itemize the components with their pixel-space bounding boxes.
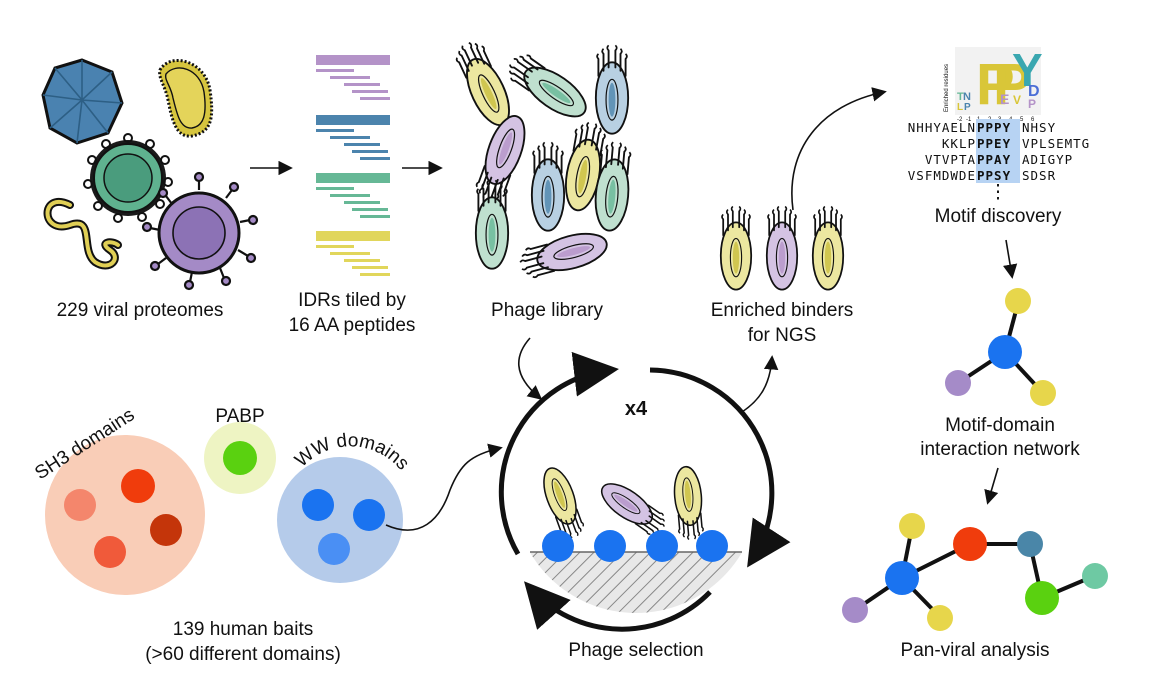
pabp-label: PABP — [215, 406, 264, 427]
phage-icon — [811, 205, 845, 291]
sequence-motif: PPPY — [977, 120, 1011, 135]
sequence-prefix: NHHYAELN — [908, 120, 976, 135]
svg-text:-1: -1 — [966, 117, 972, 123]
sequence-suffix: ADIGYP — [1022, 152, 1073, 167]
motif-highlight — [976, 119, 1020, 183]
filamentous-virus-icon — [43, 198, 122, 270]
bound-phage-icon — [594, 475, 671, 541]
phage-icon — [501, 47, 595, 127]
phage-icon — [470, 109, 534, 206]
sequence-suffix: SDSR — [1022, 168, 1056, 183]
svg-text:-2: -2 — [957, 117, 963, 123]
phage-icon — [530, 141, 566, 232]
network-label-line1: Motif-domain — [945, 415, 1055, 436]
pabp-group — [204, 422, 276, 494]
sequence-prefix: KKLP — [942, 136, 976, 151]
motif-sequences: NHHYAELN PPPY NHSY KKLP PPEY VPLSEMTG VT… — [908, 119, 1090, 203]
baits-label-line2: (>60 different domains) — [145, 644, 341, 665]
sequence-suffix: NHSY — [1022, 120, 1056, 135]
svg-text:N: N — [963, 91, 971, 103]
arrow-selection-to-enriched — [741, 355, 779, 413]
network-label-line2: interaction network — [920, 439, 1080, 460]
svg-text:6: 6 — [1031, 117, 1035, 123]
idrs-label-line1: IDRs tiled by — [298, 290, 406, 311]
phage-library-label: Phage library — [491, 300, 603, 321]
viral-icons — [41, 58, 259, 291]
enriched-label-line2: for NGS — [748, 325, 817, 346]
viral-proteomes-label: 229 viral proteomes — [57, 300, 224, 321]
enveloped-virus-purple-icon — [141, 171, 259, 291]
sequence-logo: Enriched residues P P Y D P E T N L P V … — [944, 44, 1043, 123]
arrow-library-to-selection — [517, 337, 543, 400]
bound-phage-icon — [671, 464, 706, 542]
filovirus-icon — [158, 59, 214, 138]
phage-icon — [594, 44, 630, 135]
sequence-prefix: VTVPTA — [925, 152, 976, 167]
arrow-enriched-to-motif — [791, 87, 887, 211]
arrow-network-to-panviral — [984, 467, 999, 505]
interaction-network — [945, 288, 1056, 406]
svg-text:L: L — [957, 102, 963, 113]
enriched-binders — [719, 205, 845, 291]
sequence-motif: PPAY — [977, 152, 1011, 167]
pan-viral-label: Pan-viral analysis — [901, 640, 1050, 661]
sequence-motif: PPEY — [977, 136, 1011, 151]
sh3-domains-group — [45, 435, 205, 595]
sequence-motif: PPSY — [977, 168, 1011, 183]
icosahedral-virus-icon — [41, 58, 124, 145]
svg-text:E: E — [1000, 91, 1009, 107]
svg-text:P: P — [1028, 97, 1036, 111]
svg-text:Y: Y — [1012, 44, 1043, 96]
sequence-ellipsis: ⋮ — [989, 182, 1008, 203]
rounds-label: x4 — [625, 398, 648, 420]
motif-discovery-label: Motif discovery — [935, 206, 1062, 227]
svg-text:P: P — [993, 52, 1032, 117]
idrs-label-line2: 16 AA peptides — [289, 315, 416, 336]
bound-phage-icon — [536, 463, 589, 543]
logo-axis-label: Enriched residues — [944, 64, 950, 112]
ww-domains-group — [277, 457, 403, 583]
svg-text:P: P — [964, 102, 971, 113]
arrow-baits-to-selection — [385, 443, 503, 531]
svg-text:P: P — [976, 52, 1015, 117]
baits-label-line1: 139 human baits — [173, 619, 314, 640]
phage-library — [450, 36, 634, 283]
idr-tiles — [316, 55, 390, 276]
phage-icon — [719, 205, 753, 291]
phage-icon — [515, 226, 612, 283]
arrow-motif-to-network — [1003, 239, 1018, 279]
sequence-prefix: VSFMDWDE — [908, 168, 976, 183]
pan-viral-network — [842, 513, 1108, 631]
enriched-label-line1: Enriched binders — [711, 300, 854, 321]
coronavirus-green-icon — [83, 133, 173, 223]
svg-text:V: V — [1013, 93, 1021, 107]
svg-text:D: D — [1028, 83, 1040, 100]
sequence-suffix: VPLSEMTG — [1022, 136, 1090, 151]
phage-selection-label: Phage selection — [568, 640, 703, 661]
phage-icon — [450, 36, 519, 133]
svg-text:T: T — [957, 91, 964, 103]
phage-icon — [765, 205, 799, 291]
svg-text:5: 5 — [1020, 117, 1024, 123]
